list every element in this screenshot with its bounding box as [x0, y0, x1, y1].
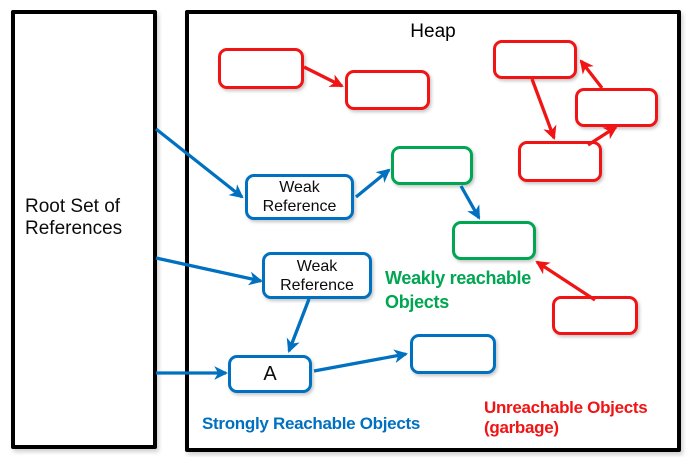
unreachable-object-6	[552, 296, 638, 335]
strongly-reachable-caption: Strongly Reachable Objects	[202, 414, 420, 433]
weak-reference-box-1: Weak Reference	[245, 174, 354, 220]
object-a-box: A	[228, 355, 312, 393]
object-a-label: A	[263, 363, 277, 385]
weak-reference-label-2: Weak Reference	[280, 257, 354, 294]
unreachable-object-5	[518, 141, 602, 182]
unreachable-object-2	[345, 70, 430, 110]
root-set-box	[11, 10, 157, 449]
unreachable-caption: Unreachable Objects (garbage)	[484, 398, 648, 437]
weakly-reachable-caption: Weakly reachable Objects	[385, 268, 531, 312]
weakly-reachable-object-1	[391, 146, 473, 185]
unreachable-object-4	[575, 88, 658, 127]
heap-title: Heap	[410, 21, 456, 42]
weak-reference-label-1: Weak Reference	[262, 179, 337, 215]
weakly-reachable-object-2	[452, 221, 536, 260]
unreachable-object-1	[218, 48, 304, 89]
strongly-reachable-object	[410, 334, 496, 374]
weak-reference-box-2: Weak Reference	[262, 252, 372, 299]
root-set-label: Root Set of References	[25, 196, 123, 239]
unreachable-object-3	[493, 40, 577, 79]
